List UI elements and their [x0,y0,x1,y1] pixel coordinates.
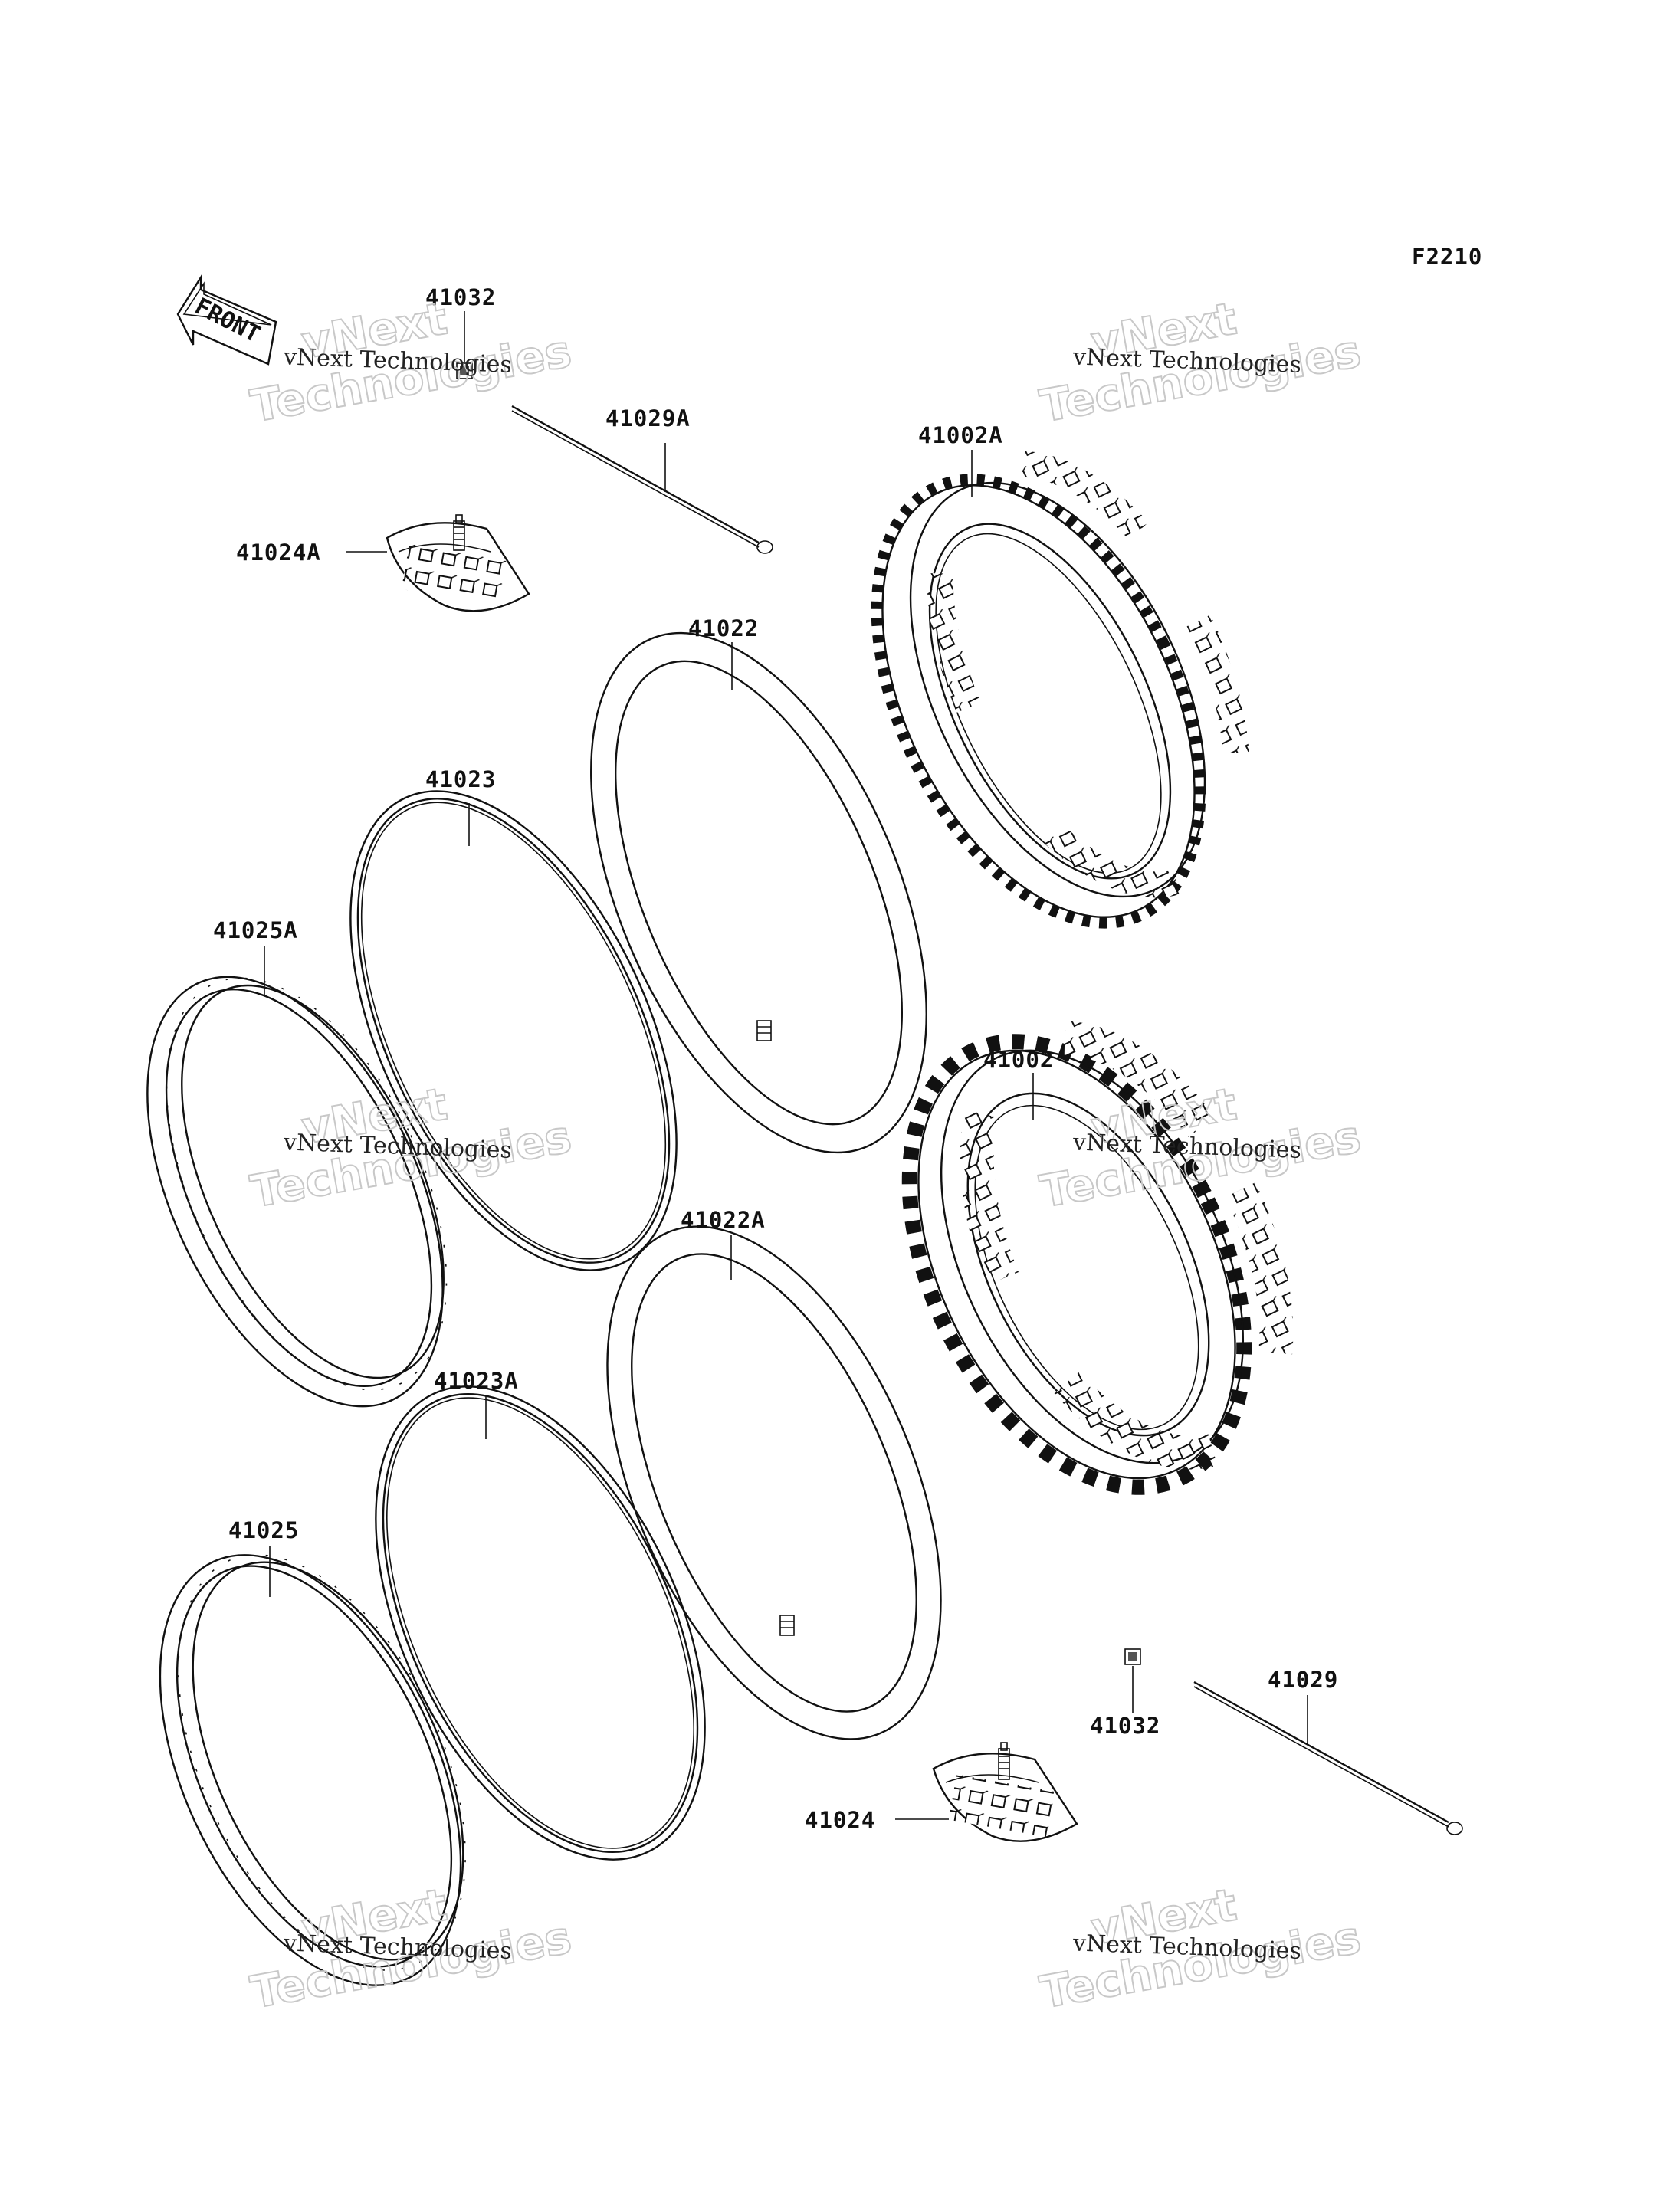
part-label-41025: 41025 [228,1517,299,1543]
inner-tube-41022a [606,1225,942,1740]
rim-41025 [159,1546,466,1986]
part-label-41002: 41002 [983,1047,1054,1073]
watermark-top-right: vNext Technologies vNext Technologies [1035,291,1365,433]
part-label-41029: 41029 [1268,1667,1338,1693]
part-label-41023a: 41023A [434,1368,519,1394]
rim-41025a [146,946,448,1408]
tire-41002 [901,1021,1294,1495]
part-label-41029a: 41029A [605,405,691,431]
part-label-41002a: 41002A [918,422,1003,448]
watermark-top-left: vNext Technologies vNext Technologies [246,291,576,433]
tire-41002a [871,450,1250,929]
watermark-bottom-left: vNext Technologies vNext Technologies [246,1877,576,2019]
part-label-41024: 41024 [805,1807,875,1833]
watermark-bottom-right: vNext Technologies vNext Technologies [1035,1877,1365,2019]
valve-cap-bottom [1124,1648,1141,1713]
part-label-41025a: 41025A [213,917,298,943]
rim-tape-41023a [375,1385,706,1861]
rim-lock-41024 [895,1742,1078,1842]
rim-lock-41024a [346,514,530,612]
front-arrow-icon: FRONT [176,274,277,366]
rim-tape-41023 [349,790,678,1271]
figure-code: F2210 [1412,244,1482,270]
part-label-41032-top: 41032 [425,284,496,310]
valve-cap-top [456,311,473,379]
part-label-41032-bottom: 41032 [1090,1713,1160,1739]
part-label-41023: 41023 [425,766,496,792]
part-label-41022: 41022 [688,615,759,641]
spoke-41029a [511,405,773,554]
part-label-41024a: 41024A [236,539,321,566]
spoke-41029 [1193,1681,1463,1835]
inner-tube-41022 [590,631,927,1154]
part-label-41022a: 41022A [681,1207,766,1233]
watermark-mid-left: vNext Technologies vNext Technologies [246,1077,576,1218]
